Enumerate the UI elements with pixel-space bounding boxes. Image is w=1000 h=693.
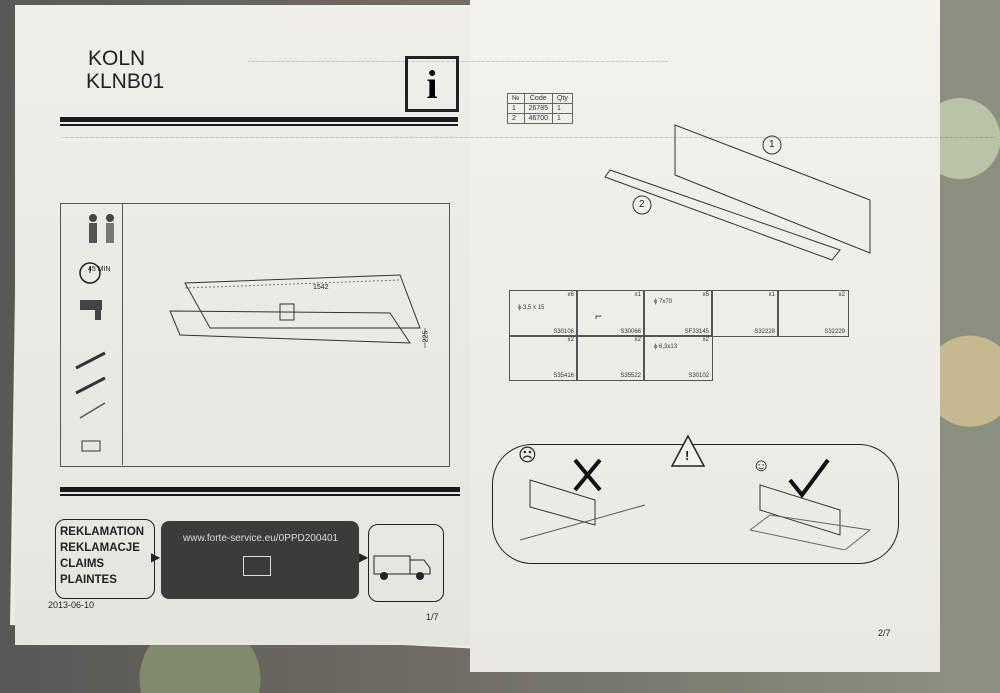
hardware-cell: x6 ϕ 3,5 x 15 S30106 bbox=[509, 290, 578, 337]
hardware-cell: x2 S32229 bbox=[777, 290, 849, 337]
height-dimension: 225 bbox=[422, 330, 430, 343]
claims-label: REKLAMATION REKLAMACJE CLAIMS PLAINTES bbox=[60, 526, 145, 586]
back-panel bbox=[674, 124, 871, 254]
drill-icon bbox=[80, 300, 102, 310]
shelf-panel bbox=[604, 169, 841, 261]
parts-header-code: Code bbox=[523, 93, 553, 104]
person-head-icon bbox=[89, 214, 97, 222]
claims-url[interactable]: www.forte-service.eu/0PPD200401 bbox=[183, 533, 339, 544]
shelf-board bbox=[169, 310, 411, 344]
computer-icon bbox=[243, 556, 271, 576]
footer-divider-thin bbox=[60, 494, 460, 496]
hardware-cell: x2 ϕ 6,3x13 S30102 bbox=[643, 335, 713, 381]
hardware-cell: x1 S32228 bbox=[711, 290, 779, 337]
parts-header-qty: Qty bbox=[551, 93, 573, 104]
callout-1 bbox=[762, 135, 782, 155]
hardware-cell: x5 ϕ 7x70 SF33145 bbox=[643, 290, 713, 337]
warning-mark: ! bbox=[685, 448, 690, 463]
screwdriver-phillips-icon bbox=[75, 376, 106, 395]
sad-face-icon: ☹ bbox=[518, 445, 537, 465]
hardware-cell: x1 ⌐ S30066 bbox=[576, 290, 645, 337]
header-divider-thin bbox=[60, 124, 458, 126]
delivery-van-icon bbox=[373, 555, 431, 580]
clock-icon bbox=[79, 262, 101, 284]
hardware-cell: x2 S35416 bbox=[509, 335, 578, 381]
check-mark-icon bbox=[788, 458, 830, 499]
pencil-icon bbox=[79, 402, 106, 419]
model-code: KLNB01 bbox=[86, 70, 165, 93]
callout-label-1: 1 bbox=[769, 139, 775, 150]
page-number-left: 1/7 bbox=[426, 612, 439, 622]
warning-box bbox=[492, 444, 899, 564]
time-label: 45 MIN bbox=[88, 266, 111, 273]
claims-box bbox=[55, 519, 155, 599]
screwdriver-flat-icon bbox=[75, 351, 106, 370]
jar-icon bbox=[279, 303, 295, 321]
information-icon: i bbox=[405, 56, 459, 112]
happy-face-icon: ☺ bbox=[752, 455, 771, 475]
person-body-icon bbox=[89, 223, 97, 243]
delivery-box bbox=[368, 524, 444, 602]
arrow-right-icon: ▶ bbox=[359, 550, 369, 564]
multilingual-instruction-block: ........................................… bbox=[248, 58, 668, 64]
hardware-cell: x2 S35522 bbox=[576, 335, 645, 381]
warning-triangle-icon bbox=[670, 434, 706, 467]
person-body-icon bbox=[106, 223, 114, 243]
print-date: 2013-06-10 bbox=[48, 600, 95, 610]
arrow-right-icon: ▶ bbox=[151, 550, 161, 564]
page-number-right: 2/7 bbox=[878, 628, 891, 638]
callout-2 bbox=[632, 195, 652, 215]
panels-diagram bbox=[604, 124, 871, 261]
tools-column bbox=[60, 203, 123, 465]
footer-divider bbox=[60, 487, 460, 492]
multilingual-warning-text: ........................................… bbox=[62, 134, 996, 140]
assembly-illustration bbox=[75, 214, 426, 452]
tape-measure-icon bbox=[81, 440, 101, 452]
correct-method-drawing bbox=[750, 458, 872, 550]
person-head-icon bbox=[106, 214, 114, 222]
brand-title: KOLN bbox=[88, 47, 146, 70]
callout-label-2: 2 bbox=[639, 199, 645, 210]
wrong-method-drawing bbox=[520, 458, 646, 541]
header-divider bbox=[60, 117, 458, 122]
hardware-grid: x6 ϕ 3,5 x 15 S30106 x1 ⌐ S30066 x5 ϕ 7x… bbox=[509, 290, 849, 381]
assembly-overview-frame bbox=[60, 203, 450, 467]
width-dimension: 1542 bbox=[313, 284, 329, 291]
parts-header-no: № bbox=[507, 93, 525, 104]
claims-url-panel bbox=[161, 521, 359, 599]
shelf-back-panel bbox=[184, 274, 421, 329]
